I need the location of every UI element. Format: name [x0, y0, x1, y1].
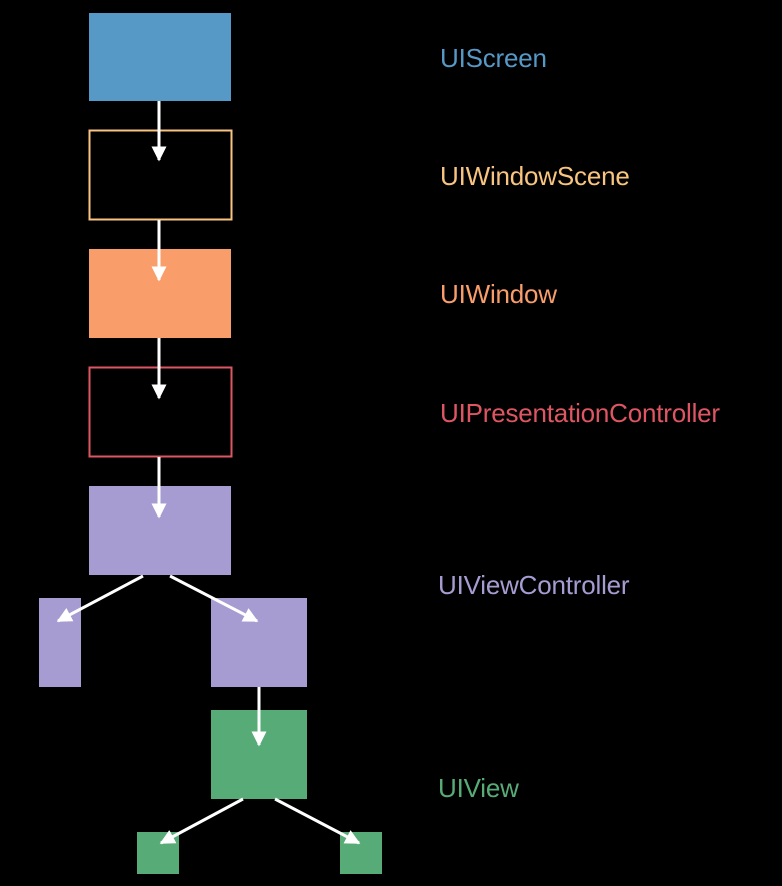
- uiviewcontroller-label: UIViewController: [438, 570, 630, 600]
- arrow-viewcontroller-to-right-child: [169, 574, 259, 623]
- uiwindow-label: UIWindow: [440, 279, 557, 309]
- arrow-viewcontroller-to-left-child: [56, 574, 144, 623]
- uiview-label: UIView: [438, 773, 519, 803]
- uiscreen-box: [89, 13, 231, 101]
- subview-right-box: [340, 832, 382, 874]
- uiwindowscene-label: UIWindowScene: [440, 161, 630, 191]
- uiscreen-label: UIScreen: [440, 43, 547, 73]
- arrow-view-to-right-subview: [274, 797, 361, 845]
- arrow-view-to-left-subview: [159, 797, 244, 845]
- uipresentationcontroller-label: UIPresentationController: [440, 398, 720, 428]
- child-viewcontroller-right-box: [211, 598, 307, 687]
